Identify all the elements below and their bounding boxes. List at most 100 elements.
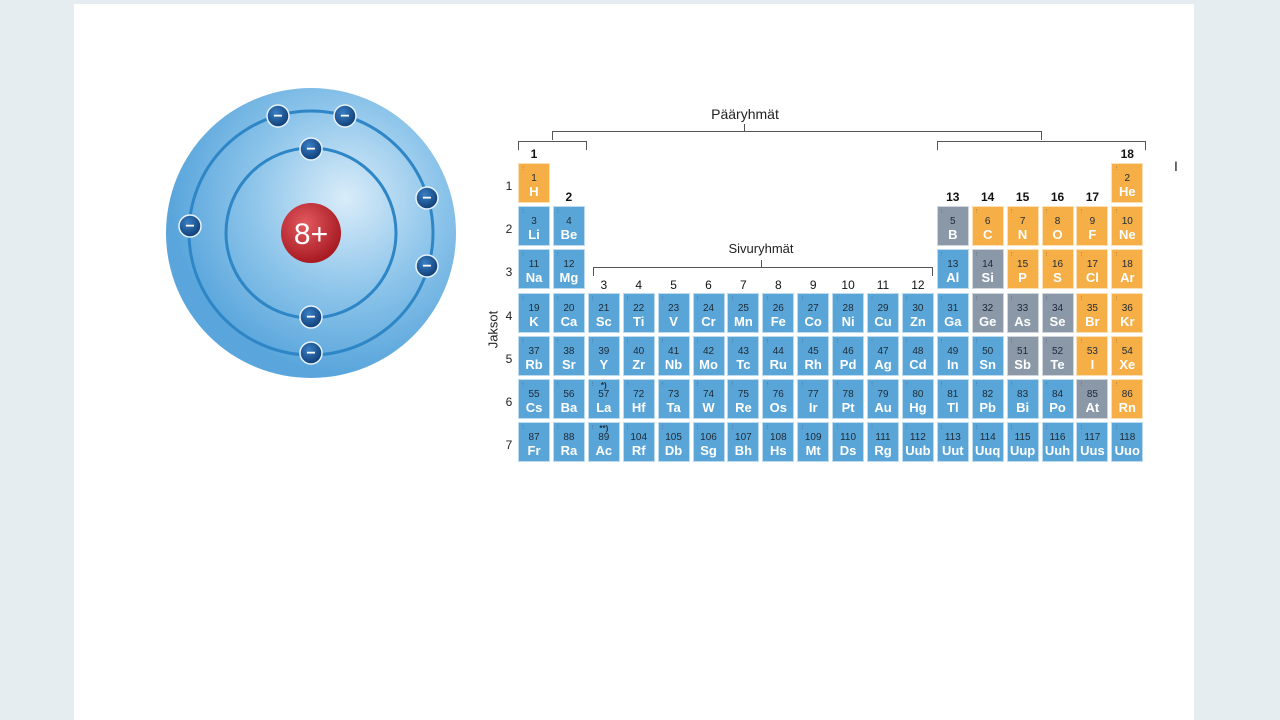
electron-shell-notation: ⋮ (1079, 252, 1082, 286)
group-label-1: 1 (530, 147, 538, 161)
element-symbol: Tc (736, 356, 751, 372)
element-symbol: Uup (1009, 443, 1036, 459)
element-symbol: Sn (979, 356, 996, 372)
element-symbol: B (948, 227, 958, 243)
electron-shell-notation: ⋮ (661, 425, 664, 459)
element-symbol: Cu (874, 313, 892, 329)
group-label-3: 3 (600, 278, 608, 292)
electron-shell-notation: ⋮ (591, 339, 594, 373)
element-symbol: Cr (701, 313, 716, 329)
nucleus-charge: 8+ (294, 218, 328, 251)
electron-shell-notation: ⋮ (835, 425, 838, 459)
element-cell-y: ⋮39Y (587, 335, 620, 376)
element-symbol: H (529, 184, 539, 199)
electron-shell-notation: ⋮ (975, 339, 978, 373)
element-symbol: Mn (734, 313, 753, 329)
element-symbol: Uuo (1114, 443, 1140, 459)
atomic-number: 79 (877, 389, 889, 400)
group-label-7: 7 (740, 278, 747, 292)
element-symbol: Si (981, 270, 994, 286)
element-symbol: Fe (770, 313, 786, 329)
element-symbol: I (1090, 356, 1095, 372)
element-symbol: Ds (839, 443, 857, 459)
element-symbol: N (1017, 227, 1028, 243)
element-symbol: Ar (1120, 270, 1135, 286)
element-symbol: At (1085, 400, 1100, 415)
atomic-number: 76 (772, 389, 784, 400)
electron-charge: − (306, 309, 315, 326)
electron-shell-notation: ⋮ (870, 425, 873, 459)
element-cell-o: ⋮8O (1041, 206, 1074, 247)
element-symbol: Be (560, 227, 578, 243)
element-symbol: Co (804, 313, 822, 329)
group-label-17: 17 (1085, 190, 1100, 204)
atomic-number: 32 (982, 302, 994, 314)
atomic-number: 38 (563, 345, 575, 357)
atomic-number: 33 (1017, 302, 1029, 314)
sub-groups-label: Sivuryhmät (728, 241, 794, 256)
atomic-number: 52 (1051, 345, 1064, 357)
atomic-number: 75 (737, 389, 749, 400)
atomic-number: 27 (807, 302, 819, 314)
atomic-number: 49 (947, 345, 959, 357)
electron-shell-notation: ⋮ (1114, 425, 1117, 459)
electron (299, 341, 323, 365)
atomic-number: 85 (1086, 389, 1098, 400)
element-symbol: He (1118, 184, 1136, 199)
electron-shell-notation: ⋮ (905, 382, 908, 416)
atomic-number: 57 (598, 389, 610, 400)
element-symbol: V (669, 313, 678, 329)
electron-shell-notation: ⋮ (661, 339, 664, 373)
electron-shell-notation: ⋮ (940, 252, 943, 286)
atomic-number: 12 (563, 259, 575, 271)
element-symbol: Po (1049, 400, 1066, 415)
element-symbol: Ir (808, 400, 818, 415)
element-symbol: W (702, 400, 715, 415)
main-groups-bracket (552, 131, 1042, 140)
group-label-2: 2 (565, 190, 573, 204)
electron-shell-notation: ⋮ (835, 382, 838, 416)
atomic-number: 114 (979, 432, 996, 444)
element-symbol: Uuq (975, 443, 1001, 459)
electron-shell-notation: ⋮ (800, 382, 803, 416)
group-label-10: 10 (841, 278, 855, 292)
atomic-number: 35 (1086, 302, 1098, 314)
atomic-number: 109 (804, 432, 822, 444)
atomic-number: 20 (563, 302, 575, 314)
element-symbol: In (947, 356, 959, 372)
atomic-number: 7 (1019, 216, 1026, 228)
electron-shell-notation: ⋮ (765, 339, 768, 373)
electron (299, 305, 323, 329)
atomic-number: 17 (1086, 259, 1098, 271)
atomic-number: 36 (1121, 302, 1133, 314)
electron-shell-notation: ⋮ (556, 296, 559, 330)
electron (266, 104, 290, 128)
atomic-number: 56 (563, 389, 575, 400)
electron (178, 214, 202, 238)
atomic-number: 40 (633, 345, 645, 357)
element-symbol: Zn (909, 313, 926, 329)
element-cell-v: ⋮23V (657, 292, 690, 333)
electron-shell-notation: ⋮ (696, 296, 699, 330)
atomic-number: 112 (909, 432, 926, 444)
element-symbol: Br (1085, 313, 1100, 329)
electron-charge: − (340, 108, 349, 125)
group-label-12: 12 (911, 278, 925, 292)
element-symbol: Nb (664, 356, 683, 372)
